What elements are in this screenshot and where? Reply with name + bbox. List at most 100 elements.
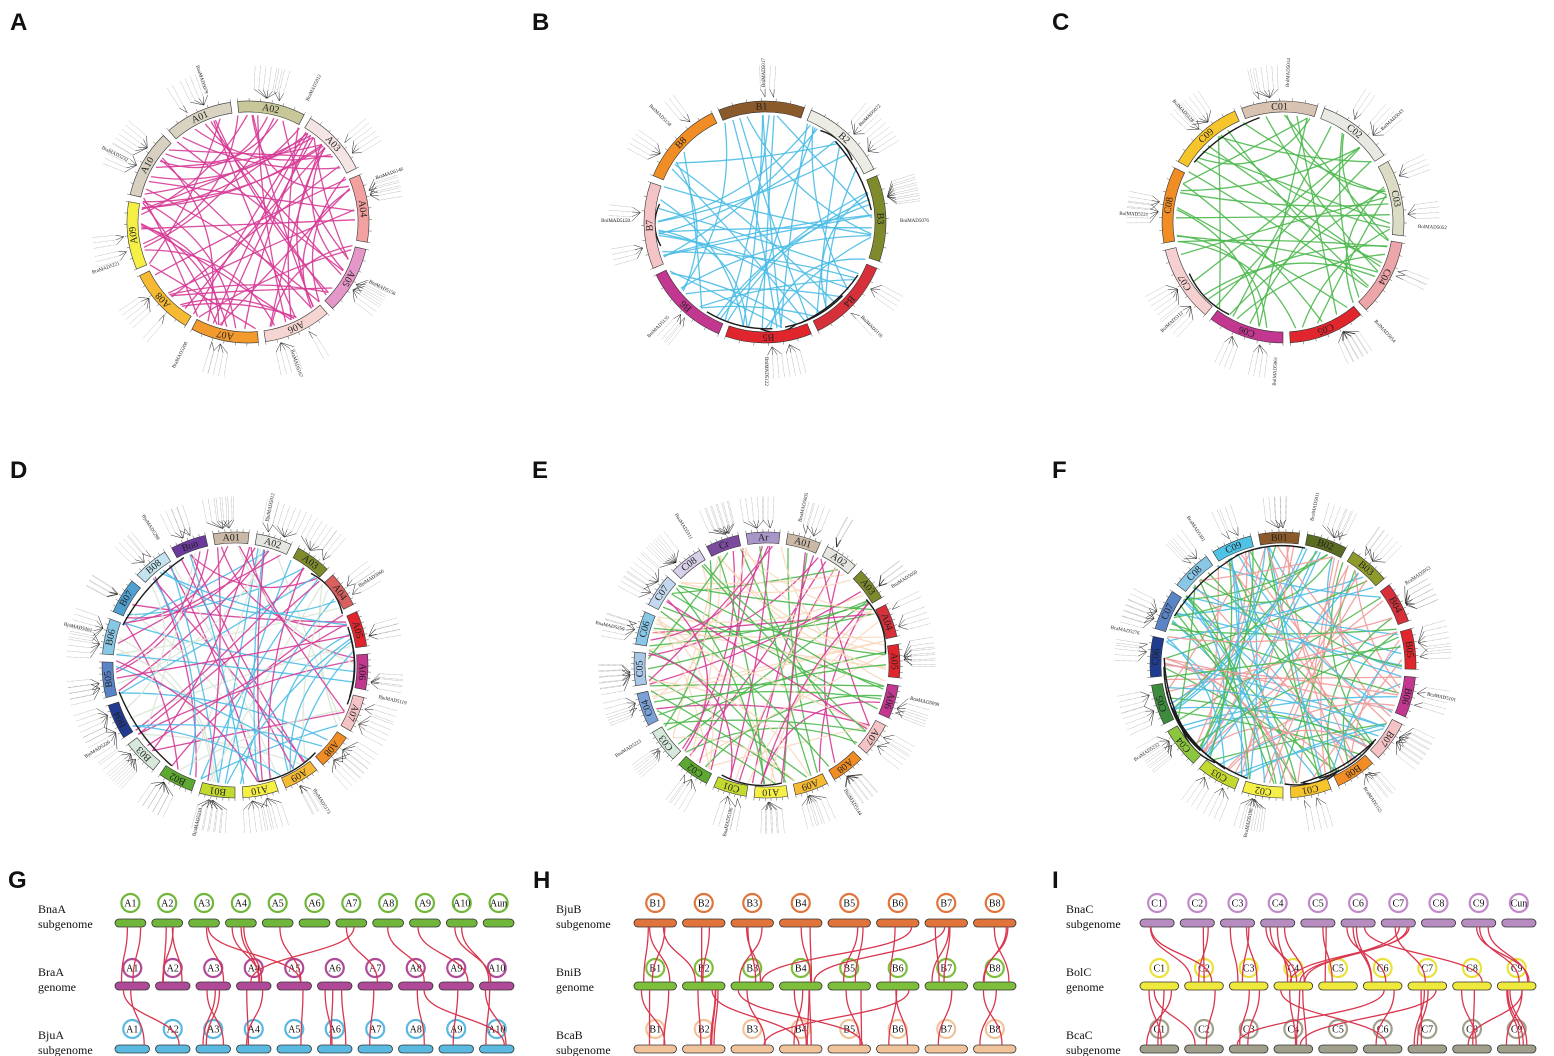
scale-tick xyxy=(897,691,901,693)
synteny-link xyxy=(135,567,305,732)
scale-tick xyxy=(1344,782,1347,786)
scale-tick xyxy=(645,603,649,605)
gene-label-stub xyxy=(1346,512,1358,535)
chromosome-name: B7 xyxy=(940,899,952,910)
scale-tick xyxy=(1372,763,1375,766)
gene-label-stub xyxy=(1165,543,1183,561)
scale-tick xyxy=(1392,588,1396,591)
gene-label-stub xyxy=(1149,753,1169,769)
synteny-line xyxy=(745,926,762,983)
gene-tick xyxy=(266,91,273,99)
gene-label-stub xyxy=(909,636,934,642)
gene-label-stub xyxy=(184,78,195,101)
chromosome-name: C1 xyxy=(1153,964,1165,975)
gene-tick xyxy=(141,553,152,558)
scale-tick xyxy=(301,779,304,783)
gene-label-stub xyxy=(126,535,143,554)
gene-tick xyxy=(368,624,375,637)
scale-tick xyxy=(817,330,820,334)
gene-label-stub xyxy=(225,809,227,834)
scale-tick xyxy=(1304,100,1306,104)
synteny-line xyxy=(132,926,142,983)
gene-tick xyxy=(143,298,150,306)
gene-tick xyxy=(668,558,677,563)
gene-label-stub xyxy=(201,807,207,831)
gene-label-stub xyxy=(821,508,831,531)
gene-label-stub xyxy=(120,771,137,790)
scale-tick xyxy=(1223,542,1226,546)
gene-label-stub xyxy=(267,66,272,91)
gene-tick xyxy=(218,520,230,529)
scale-tick xyxy=(114,727,118,730)
scale-tick xyxy=(211,337,214,341)
gene-label-stub xyxy=(604,618,628,626)
gene-tick xyxy=(369,182,376,196)
gene-label: BniMAD5017 xyxy=(762,58,767,87)
scale-tick xyxy=(811,790,814,794)
gene-tick xyxy=(647,153,661,160)
scale-tick xyxy=(308,551,311,555)
synteny-link xyxy=(1166,637,1225,769)
gene-label-stub xyxy=(751,496,754,521)
gene-tick xyxy=(208,799,223,810)
gene-tick xyxy=(870,288,878,294)
gene-tick xyxy=(1226,531,1230,539)
synteny-link xyxy=(681,550,736,750)
chromosome-bar xyxy=(779,918,823,928)
synteny-link xyxy=(214,119,329,294)
gene-label-stub xyxy=(223,353,228,378)
gene-tick xyxy=(96,620,104,629)
gene-label-stub xyxy=(723,805,731,829)
scale-tick xyxy=(879,261,883,263)
gene-tick xyxy=(1177,289,1180,305)
synteny-link xyxy=(257,549,266,781)
gene-label-stub xyxy=(892,179,917,186)
scale-tick xyxy=(1411,697,1415,699)
scale-tick xyxy=(157,552,160,556)
gene-label-stub xyxy=(638,129,658,144)
tandem-link xyxy=(122,557,185,626)
chromosome-segment xyxy=(1320,107,1385,162)
gene-tick xyxy=(370,678,380,683)
chromosome-badge xyxy=(446,1018,467,1040)
gene-label-stub xyxy=(200,72,208,96)
scale-tick xyxy=(1317,793,1320,797)
scale-tick xyxy=(1208,319,1212,322)
gene-label-stub xyxy=(371,713,395,723)
gene-label-stub xyxy=(1373,533,1390,553)
gene-tick xyxy=(1150,208,1159,213)
chromosome-badge xyxy=(1227,892,1248,914)
gene-tick xyxy=(1275,520,1284,529)
scale-tick xyxy=(1317,103,1319,107)
gene-label-stub xyxy=(902,606,926,615)
synteny-link xyxy=(658,664,887,716)
scale-tick xyxy=(852,304,856,308)
scale-tick xyxy=(350,156,354,159)
tandem-link xyxy=(1302,738,1377,783)
gene-label-stub xyxy=(1256,808,1261,832)
chromosome-bar xyxy=(298,918,331,928)
scale-tick xyxy=(146,766,149,769)
gene-tick xyxy=(847,774,863,777)
gene-tick xyxy=(284,531,292,538)
scale-tick xyxy=(1186,758,1189,761)
gene-tick xyxy=(1191,552,1198,559)
gene-tick xyxy=(867,141,871,152)
chromosome-badge xyxy=(887,957,908,979)
gene-tick xyxy=(868,148,877,152)
gene-label-stub xyxy=(1414,593,1437,605)
gene-tick xyxy=(659,562,676,568)
scale-tick xyxy=(1410,627,1414,629)
gene-label-stub xyxy=(911,658,936,660)
gene-label-stub xyxy=(661,321,678,340)
synteny-link xyxy=(162,569,336,615)
tandem-link xyxy=(1319,741,1375,779)
gene-label-stub xyxy=(1396,754,1416,770)
gene-tick xyxy=(209,341,213,350)
gene-tick xyxy=(724,526,730,534)
gene-tick xyxy=(252,800,259,809)
gene-label-stub xyxy=(809,803,818,827)
chromosome-badge xyxy=(1468,892,1489,914)
gene-tick xyxy=(633,244,643,249)
scale-tick xyxy=(1413,641,1417,643)
